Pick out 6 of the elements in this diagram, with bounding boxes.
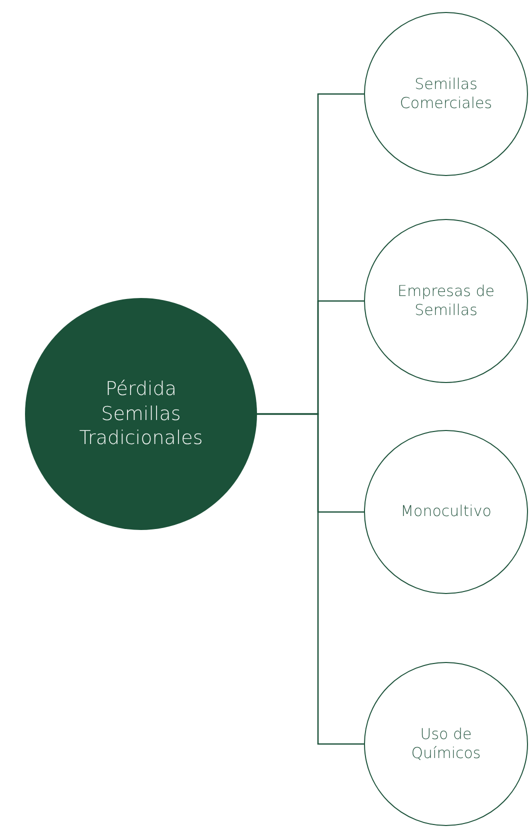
connector-line: [257, 413, 364, 745]
node-label: Monocultivo: [400, 502, 492, 522]
node-label: Pérdida Semillas Tradicionales: [78, 376, 204, 452]
node-label: Empresas de Semillas: [396, 282, 496, 320]
node-label: Uso de Químicos: [410, 724, 482, 764]
node-label: Semillas Comerciales: [398, 74, 494, 114]
